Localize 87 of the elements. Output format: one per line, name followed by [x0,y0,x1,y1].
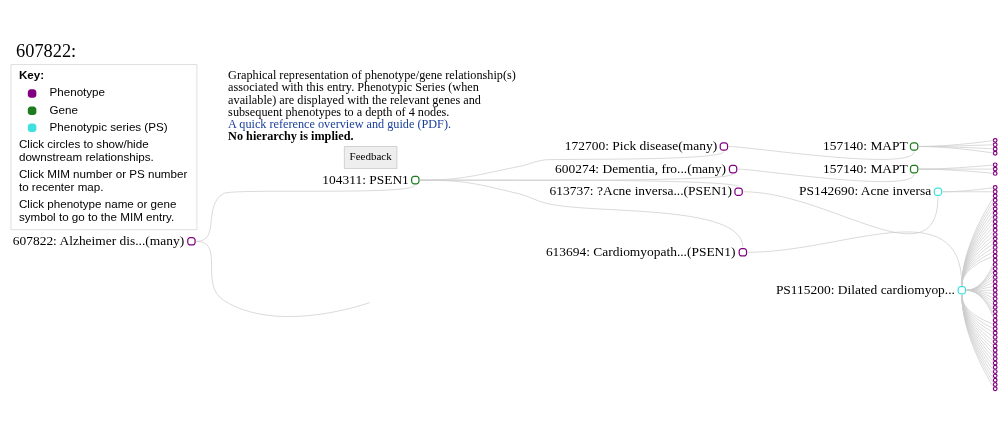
connector [728,145,915,160]
node-circle [992,137,998,143]
node-circle [992,372,998,378]
node-circle [992,210,998,216]
connector [942,190,994,192]
node-circle [992,261,998,267]
node-circle [992,193,998,198]
node-circle [992,170,998,176]
node-circle [992,351,998,357]
label: Feedback [349,149,392,162]
node-circle [992,257,998,263]
node-label: 600274: Dementia, fro...(many) [555,160,726,176]
node-circle [992,150,998,156]
node-circle [992,265,998,271]
legend-label: Phenotypic series (PS) [49,119,168,133]
connector [737,168,915,182]
connector [743,190,939,234]
node-circle [992,377,998,383]
node-circle [992,368,998,374]
node-circle [992,184,998,190]
connector [918,145,994,153]
connector [942,186,994,192]
node-circle [992,317,998,323]
node-circle [992,231,998,237]
legend-label: Gene [49,102,78,116]
node-circle [992,161,998,167]
node-circle [992,295,998,301]
legend-label: Phenotype [49,84,106,98]
node-label: 607822: Alzheimer dis...(many) [12,232,185,248]
node-circle [992,304,998,310]
node-circle [992,321,998,327]
node-circle [992,166,998,172]
node-circle [992,291,998,297]
node-circle [992,197,998,203]
node-circle [992,364,998,370]
node-label: 613737: ?Acne inversa...(PSEN1) [549,182,733,198]
node-circle [992,141,998,147]
node-circle [992,235,998,241]
node-circle [992,188,998,194]
label: Click phenotype name or gene symbol to go to the MIM entry. [18,196,177,223]
node-circle [992,300,998,306]
node-circle [992,312,998,318]
node-label: 104311: PSEN1 [322,171,409,187]
node-circle [992,283,998,288]
label: Click circles to show/hide downstream relationships. [18,136,154,163]
node-circle [992,355,998,361]
node-circle [992,227,998,233]
node-circle [992,240,998,246]
node-circle [992,274,998,280]
node-circle [992,342,998,348]
node-label: PS115200: Dilated cardiomyop... [775,281,955,297]
node-circle [992,325,998,331]
connector [195,184,416,242]
node-circle [992,205,998,211]
node-label: 157140: MAPT [822,160,908,176]
node-circle [992,330,998,335]
node-circle [992,347,998,353]
node-label: 157140: MAPT [822,137,908,153]
node-circle [992,308,998,314]
node-circle [992,214,998,220]
node-label: 613694: Cardiomyopath...(PSEN1) [545,243,736,259]
node-circle [992,146,998,151]
node-circle [992,244,998,250]
node-circle [992,381,998,387]
node-circle [992,223,998,228]
node-circle [992,385,998,391]
node-circle [992,338,998,344]
node-circle [992,218,998,224]
node-circle [992,253,998,258]
node-circle [992,287,998,293]
connector [918,168,994,174]
connector [918,164,994,169]
connector [918,168,994,169]
node-circle [992,334,998,340]
node-circle [992,248,998,254]
diagram-title: 607822: [16,40,77,61]
label: Key: [18,67,45,81]
label: Graphical representation of phenotype/gene relationship(s) associated with this entry. Phenotypic Series (when available) are displayed with the relevant genes and subsequent phenotypes to a depth of 4 nodes. [228,67,516,119]
label: Click MIM number or PS number to recenter map. [18,166,188,193]
connector [195,240,371,317]
node-circle [992,278,998,284]
connector [419,179,744,248]
node-circle [992,360,998,365]
node-label: PS142690: Acne inversa [799,182,932,198]
node-circle [992,270,998,276]
node-circle [992,201,998,207]
node-label: 172700: Pick disease(many) [564,137,718,153]
